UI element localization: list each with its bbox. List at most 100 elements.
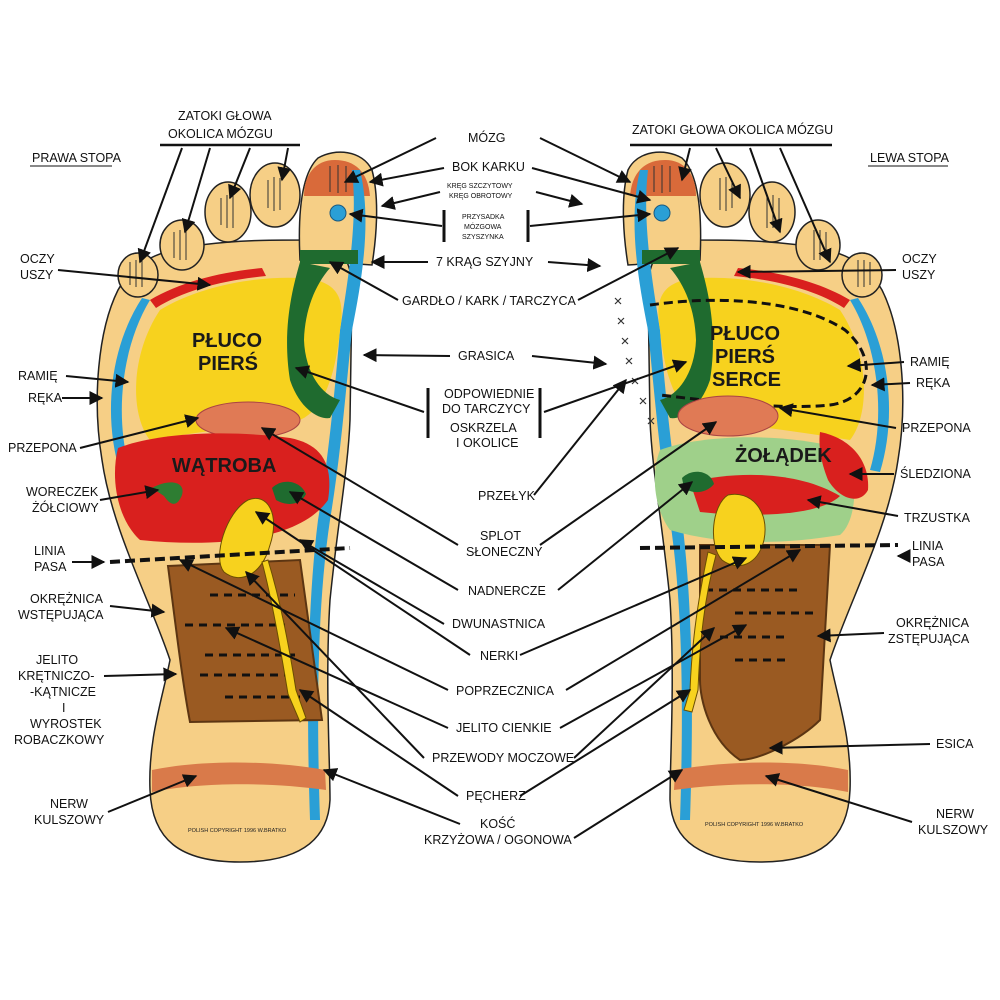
right-neck-band	[300, 250, 358, 264]
left-spleen	[819, 432, 869, 499]
right-toe-3	[204, 181, 252, 243]
left-lung-label-1: PŁUCO	[710, 323, 780, 345]
label-shoulder-left: RAMIĘ	[910, 355, 950, 369]
right-colon	[166, 558, 324, 724]
label-pituitary-1: PRZYSADKA	[462, 214, 505, 221]
right-liver-zone	[114, 433, 330, 543]
left-lung-label-3: SERCE	[712, 369, 781, 391]
left-eyes-band	[734, 268, 850, 308]
label-arm-right: RĘKA	[28, 391, 63, 405]
right-foot-title: PRAWA STOPA	[32, 151, 122, 165]
label-neck-side: BOK KARKU	[452, 160, 525, 174]
label-eyes-right-2: USZY	[20, 268, 54, 282]
label-gallbladder-1: WORECZEK	[26, 485, 99, 499]
left-diaphragm	[677, 395, 779, 437]
left-copyright: POLISH COPYRIGHT 1996 W.BRATKO	[705, 822, 804, 828]
right-pituitary-dot	[329, 204, 347, 222]
label-thyroid-1: ODPOWIEDNIE	[444, 387, 534, 401]
label-small-intestine: JELITO CIENKIE	[456, 721, 552, 735]
label-ileocecal-5: WYROSTEK	[30, 717, 102, 731]
label-ileocecal-6: ROBACZKOWY	[14, 733, 105, 747]
label-descending-colon-2: ZSTĘPUJĄCA	[888, 632, 970, 646]
label-sinuses-right-2: OKOLICA MÓZGU	[168, 126, 273, 141]
label-adrenals: NADNERCZE	[468, 584, 546, 598]
label-waist-left-1: LINIA	[912, 539, 944, 553]
right-eyes-band	[150, 268, 266, 308]
label-diaphragm-right: PRZEPONA	[8, 441, 77, 455]
label-sciatic-right-2: KULSZOWY	[34, 813, 105, 827]
left-toe-2	[795, 219, 841, 271]
left-lung-label-2: PIERŚ	[715, 344, 775, 368]
left-kidney	[712, 493, 766, 567]
right-arm-stripe	[110, 298, 150, 472]
left-waistline	[639, 543, 899, 550]
label-bronchi-2: I OKOLICE	[456, 436, 519, 450]
left-toe-1	[841, 252, 883, 298]
label-atlas: KRĘG SZCZYTOWY	[447, 183, 513, 190]
right-toe-4	[249, 162, 301, 228]
right-toe-stripes	[129, 165, 347, 287]
label-sacrum-2: KRZYŻOWA / OGONOWA	[424, 833, 572, 847]
label-waist-left-2: PASA	[912, 555, 945, 569]
label-pituitary-3: SZYSZYNKA	[462, 234, 504, 241]
label-waist-right-1: LINIA	[34, 544, 66, 558]
label-solar-plexus-1: SPLOT	[480, 529, 521, 543]
right-lung-label-2: PIERŚ	[198, 351, 258, 375]
right-spine-stripe	[308, 170, 366, 820]
right-toe-2	[159, 219, 205, 271]
label-spleen: ŚLEDZIONA	[900, 466, 972, 481]
label-descending-colon-1: OKRĘŻNICA	[896, 616, 970, 630]
label-bladder: PĘCHERZ	[466, 789, 526, 803]
left-arm-stripe	[850, 298, 890, 472]
right-lung-label-1: PŁUCO	[192, 330, 262, 352]
label-axis: KRĘG OBROTOWY	[449, 193, 513, 200]
label-pancreas: TRZUSTKA	[904, 511, 971, 525]
label-ascending-colon-1: OKRĘŻNICA	[30, 592, 104, 606]
label-sciatic-right-1: NERW	[50, 797, 88, 811]
label-bronchi-1: OSKRZELA	[450, 421, 517, 435]
label-sinuses-right-1: ZATOKI GŁOWA	[178, 109, 272, 123]
label-eyes-left-1: OCZY	[902, 252, 937, 266]
label-esophagus: PRZEŁYK	[478, 489, 536, 503]
label-gallbladder-2: ŻÓŁCIOWY	[32, 500, 99, 515]
label-transverse-colon: POPRZECZNICA	[456, 684, 555, 698]
right-gallbladder	[152, 482, 183, 504]
label-diaphragm-left: PRZEPONA	[902, 421, 971, 435]
right-liver-label: WĄTROBA	[172, 455, 276, 477]
right-copyright: POLISH COPYRIGHT 1996 W.BRATKO	[188, 828, 287, 834]
left-stomach-label: ŻOŁĄDEK	[735, 444, 832, 467]
label-kidneys: NERKI	[480, 649, 518, 663]
label-thyroid-2: DO TARCZYCY	[442, 402, 531, 416]
right-foot: POLISH COPYRIGHT 1996 W.BRATKO	[96, 151, 378, 863]
label-solar-plexus-2: SŁONECZNY	[466, 545, 543, 559]
label-ileocecal-1: JELITO	[36, 653, 78, 667]
label-eyes-left-2: USZY	[902, 268, 936, 282]
label-ileocecal-4: I	[62, 701, 65, 715]
label-sacrum-1: KOŚĆ	[480, 816, 515, 831]
label-sciatic-left-1: NERW	[936, 807, 974, 821]
label-brain: MÓZG	[468, 130, 506, 145]
label-ileocecal-2: KRĘTNICZO-	[18, 669, 94, 683]
label-sigmoid: ESICA	[936, 737, 974, 751]
label-thymus: GRASICA	[458, 349, 515, 363]
label-cervical: 7 KRĄG SZYJNY	[436, 255, 534, 269]
right-toe-1	[117, 252, 159, 298]
label-sciatic-left-2: KULSZOWY	[918, 823, 989, 837]
label-waist-right-2: PASA	[34, 560, 67, 574]
label-ascending-colon-2: WSTĘPUJĄCA	[18, 608, 104, 622]
left-pituitary-dot	[653, 204, 671, 222]
label-ileocecal-3: -KĄTNICZE	[30, 685, 96, 699]
label-eyes-right-1: OCZY	[20, 252, 55, 266]
label-pituitary-2: MÓZGOWA	[464, 222, 502, 231]
label-shoulder-right: RAMIĘ	[18, 369, 58, 383]
left-toe-4	[699, 162, 751, 228]
left-spine-stripe	[634, 170, 692, 820]
left-intestine-dashes	[705, 588, 815, 662]
left-heel-band	[674, 762, 848, 792]
label-sinuses-left: ZATOKI GŁOWA OKOLICA MÓZGU	[632, 122, 833, 137]
label-arm-left: RĘKA	[916, 376, 951, 390]
left-ureter	[683, 551, 717, 713]
left-colon	[699, 544, 832, 762]
left-foot-title: LEWA STOPA	[870, 151, 950, 165]
